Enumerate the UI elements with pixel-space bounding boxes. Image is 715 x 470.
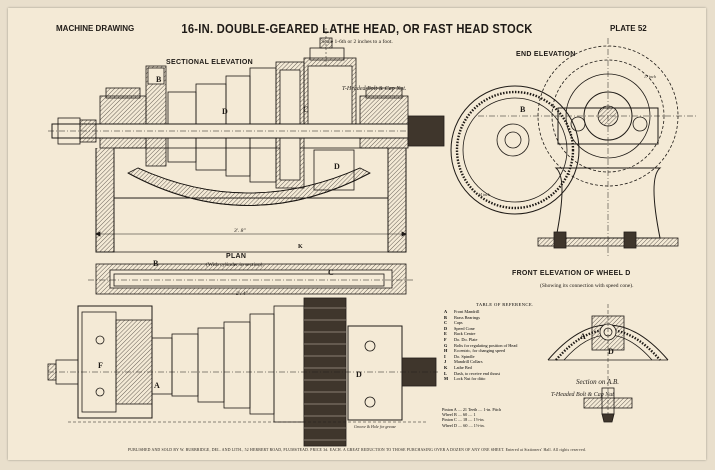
title-front-elevation: FRONT ELEVATION OF WHEEL D xyxy=(512,270,631,277)
part-letter-b1: B xyxy=(156,75,162,84)
reference-table-title: TABLE OF REFERENCE. xyxy=(476,302,534,307)
part-letter-d2: D xyxy=(334,162,340,171)
part-letter-d4: D xyxy=(608,347,614,356)
plate-number: PLATE 52 xyxy=(610,24,647,33)
dim-2ft-4in: 2'. 4" xyxy=(236,290,248,297)
gear-teeth-table: Pinion A .... 21 Teeth .... 1-in. Pitch … xyxy=(442,407,501,428)
front-elevation-view xyxy=(547,304,669,423)
publisher-footer: PUBLISHED AND SOLD BY W. BURBRIDGE, DEL.… xyxy=(127,448,587,452)
section-ab-label: Section on A.B. xyxy=(576,378,619,386)
gear-row: Pinion C .... 18 .... 1½-in. xyxy=(442,417,485,423)
plate-title: 16-IN. DOUBLE-GEARED LATHE HEAD, OR FAST… xyxy=(181,21,533,36)
drawing-sheet: MACHINE DRAWING 16-IN. DOUBLE-GEARED LAT… xyxy=(8,8,706,460)
title-sectional-elevation: SECTIONAL ELEVATION xyxy=(166,59,253,66)
gear-row: Pinion A .... 21 Teeth .... 1-in. Pitch xyxy=(442,407,501,412)
front-elevation-note: (Showing its connection with speed cone)… xyxy=(540,282,634,289)
dim-14-inch: 14 inch xyxy=(478,192,490,197)
dim-17-inch: 17 inch xyxy=(644,74,656,79)
end-elevation-view xyxy=(450,38,698,258)
part-letter-b3: B xyxy=(520,105,526,114)
part-letter-k: K xyxy=(298,244,303,250)
part-letter-c2: C xyxy=(328,268,334,277)
sectional-elevation-view xyxy=(48,28,445,253)
gear-row: Wheel D .... 60 .... 1½-in. xyxy=(442,422,485,428)
t-bolt-label-top: T-Headed Bolt & Cap Nut. xyxy=(342,86,406,92)
part-letter-a1: A xyxy=(154,381,160,390)
part-letter-a2: A xyxy=(580,332,586,341)
title-end-elevation: END ELEVATION xyxy=(516,51,576,58)
title-plan: PLAN xyxy=(226,253,246,260)
part-letter-c1: C xyxy=(303,105,309,114)
plan-view xyxy=(47,263,438,447)
plan-note: (With cylinder in section). xyxy=(206,261,264,268)
series-label: MACHINE DRAWING xyxy=(56,24,135,33)
part-letter-d1: D xyxy=(222,107,228,116)
dim-3ft-8in: 3'. 8" xyxy=(233,228,246,234)
part-letter-b2: B xyxy=(153,259,159,268)
part-letter-d3: D xyxy=(356,370,362,379)
grease-note: Groove & Hole for grease xyxy=(354,424,396,429)
scale-note: Scale 1-6th or 2 inches to a foot. xyxy=(321,39,393,45)
gear-row: Wheel B .... 60 .... 1 xyxy=(442,412,476,418)
engineering-drawing: B D D C B C A F D B A D K SECTIONAL ELEV… xyxy=(47,28,698,447)
t-bolt-label-bottom: T-Headed Bolt & Cap Nut xyxy=(551,392,614,398)
part-letter-f: F xyxy=(98,361,103,370)
